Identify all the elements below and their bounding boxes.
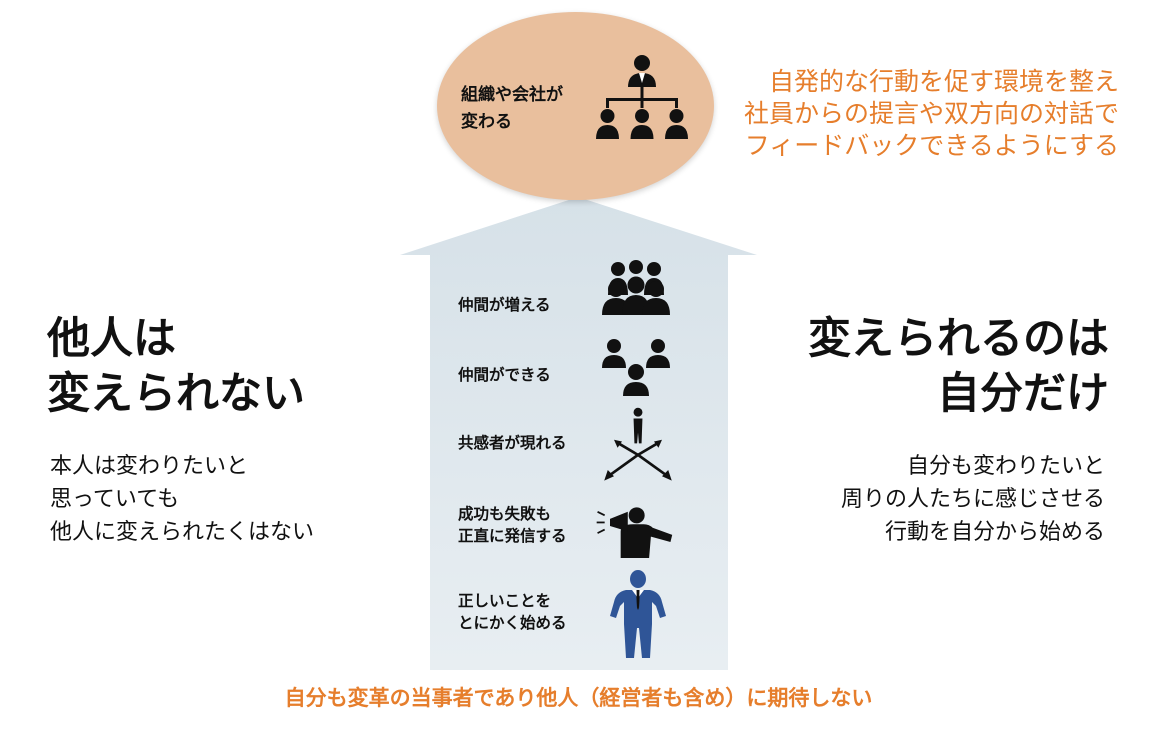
right-title: 変えられるのは 自分だけ (808, 314, 1109, 419)
oval-label: 組織や会社が 変わる (461, 85, 563, 132)
step-label-start-right-thing: 正しいことを とにかく始める (458, 592, 567, 632)
step-label-share-honestly: 成功も失敗も 正直に発信する (458, 505, 567, 545)
group-people-icon (602, 260, 670, 315)
left-body: 本人は変わりたいと 思っていても 他人に変えられたくはない (50, 454, 315, 545)
conclusion-text: 自分も変革の当事者であり他人（経営者も含め）に期待しない (284, 686, 873, 710)
person-megaphone-icon (596, 507, 673, 558)
left-title: 他人は 変えられない (47, 314, 305, 419)
environment-note: 自発的な行動を促す環境を整え 社員からの提言や双方向の対話で フィードバックでき… (743, 67, 1119, 160)
three-people-icon (602, 339, 670, 396)
step-label-grow-peers: 仲間が増える (458, 296, 551, 314)
org-chart-icon (596, 55, 688, 139)
upward-arrow (400, 197, 757, 670)
businessman-icon (610, 570, 666, 658)
person-radiating-arrows-icon (604, 407, 672, 481)
step-label-make-peers: 仲間ができる (458, 366, 551, 384)
right-body: 自分も変わりたいと 周りの人たちに感じさせる 行動を自分から始める (840, 454, 1105, 545)
step-label-sympathizers: 共感者が現れる (458, 434, 567, 452)
outcome-oval (437, 12, 714, 200)
